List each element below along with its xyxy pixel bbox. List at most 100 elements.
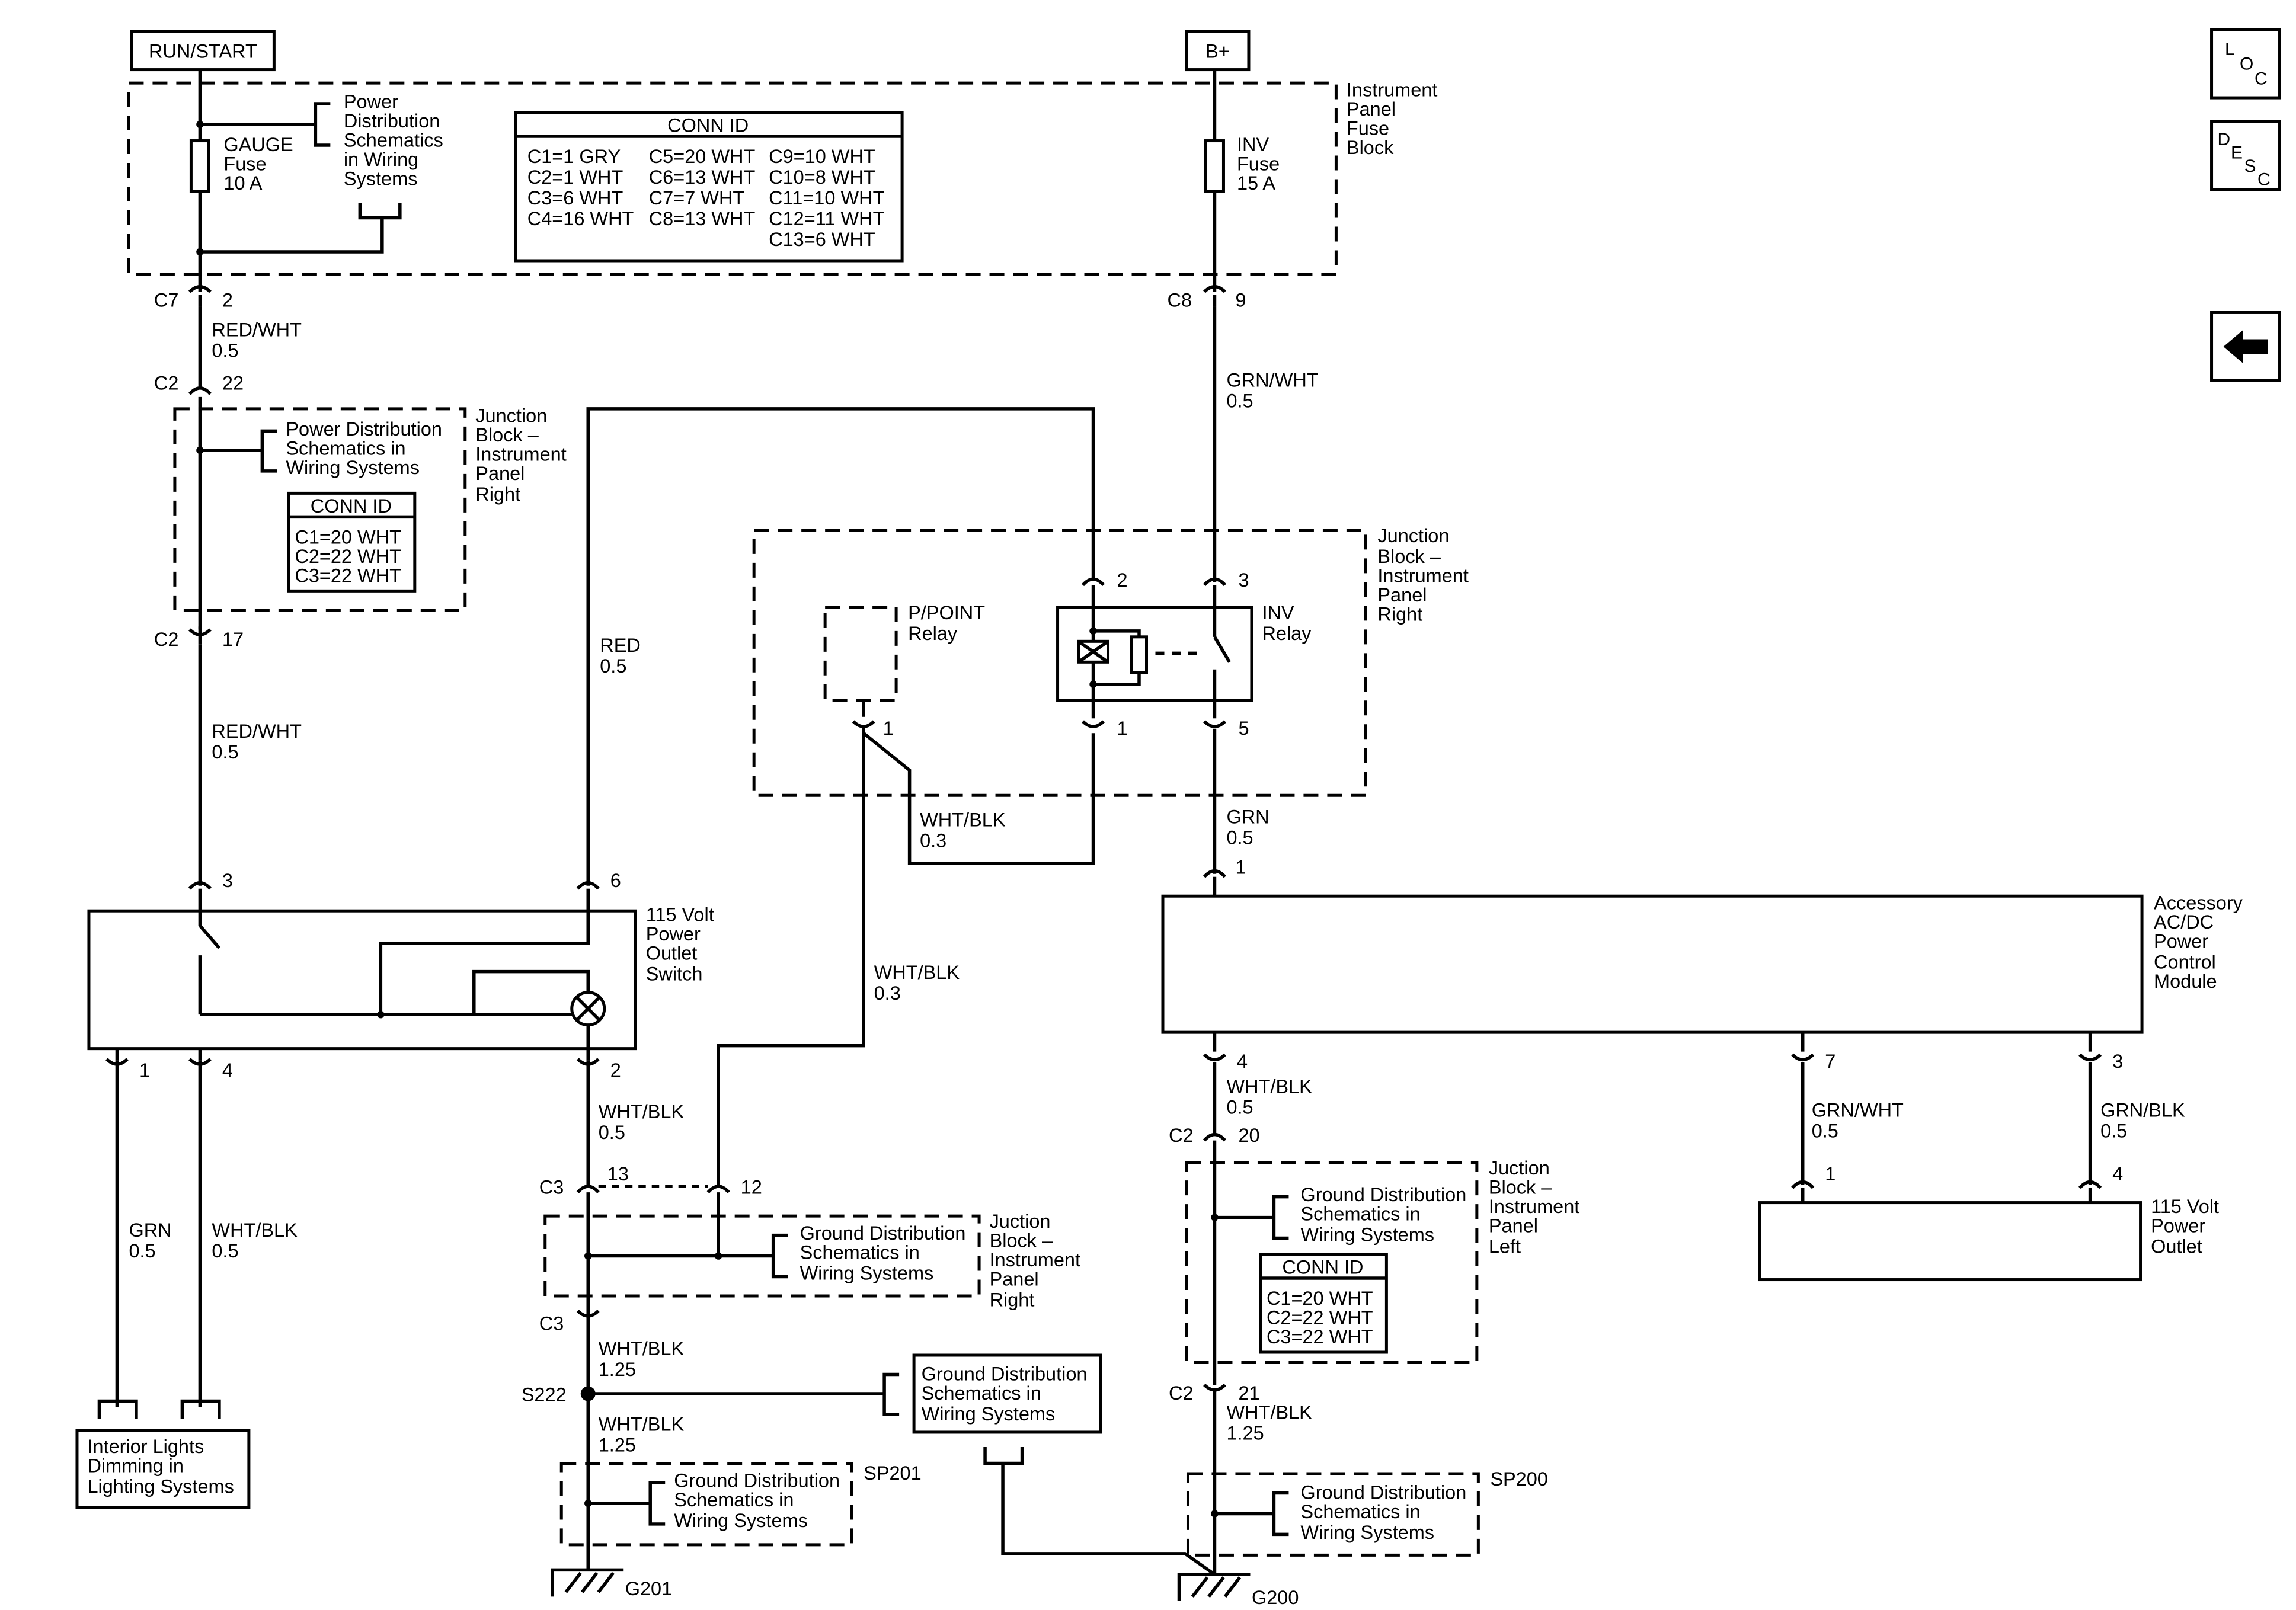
svg-text:GRN/WHT: GRN/WHT (1226, 369, 1318, 391)
svg-text:0.5: 0.5 (600, 655, 626, 677)
svg-text:G201: G201 (625, 1578, 672, 1599)
ground-g201-icon (551, 1568, 624, 1597)
svg-text:Ground Distribution: Ground Distribution (922, 1363, 1088, 1384)
outlet-label: 115 Volt Power Outlet (2151, 1196, 2219, 1257)
svg-text:1: 1 (1117, 718, 1128, 739)
svg-text:Instrument: Instrument (1489, 1196, 1579, 1217)
svg-text:Ground Distribution: Ground Distribution (800, 1222, 966, 1244)
jb-right-bottom-label: Juction Block – Instrument Panel Right (990, 1211, 1080, 1310)
svg-text:C1=1 GRY: C1=1 GRY (527, 146, 621, 167)
wire-label-grn-blk-outlet: GRN/BLK 0.5 (2100, 1100, 2185, 1142)
svg-text:C1=20 WHT: C1=20 WHT (1267, 1288, 1373, 1309)
svg-text:WHT/BLK: WHT/BLK (1226, 1076, 1312, 1097)
svg-text:Schematics in: Schematics in (800, 1242, 920, 1263)
svg-text:Instrument: Instrument (475, 443, 566, 465)
svg-text:SP200: SP200 (1490, 1468, 1548, 1490)
c3-connector-top: C3 (539, 1177, 564, 1198)
svg-text:C2=22 WHT: C2=22 WHT (295, 546, 401, 567)
wire-label-wht-blk-left: WHT/BLK 0.5 (212, 1219, 298, 1262)
wire-label-grn-left: GRN 0.5 (129, 1219, 171, 1262)
svg-text:Instrument: Instrument (1347, 79, 1437, 101)
svg-text:12: 12 (741, 1177, 762, 1198)
svg-text:GRN: GRN (129, 1219, 171, 1241)
svg-text:0.3: 0.3 (874, 982, 901, 1004)
back-button[interactable] (2210, 311, 2282, 382)
svg-text:Dimming in: Dimming in (87, 1455, 183, 1476)
wire-label-red: RED 0.5 (600, 635, 641, 677)
svg-text:Block –: Block – (1377, 546, 1441, 567)
svg-text:GRN/BLK: GRN/BLK (2100, 1100, 2185, 1121)
svg-text:Schematics in: Schematics in (922, 1382, 1041, 1404)
svg-text:0.5: 0.5 (212, 340, 238, 361)
inv-fuse (1204, 139, 1225, 193)
svg-text:Relay: Relay (1262, 623, 1312, 644)
junction-block-ip-left (1185, 1161, 1479, 1365)
svg-text:Lighting Systems: Lighting Systems (87, 1475, 234, 1497)
svg-text:CONN ID: CONN ID (1282, 1257, 1363, 1278)
svg-text:Instrument: Instrument (1377, 565, 1468, 586)
svg-text:2: 2 (222, 289, 233, 311)
svg-text:0.5: 0.5 (1812, 1121, 1838, 1142)
svg-text:Interior Lights: Interior Lights (87, 1436, 204, 1457)
ground-dist-ref-s222: Ground Distribution Schematics in Wiring… (912, 1353, 1102, 1434)
svg-text:Wiring Systems: Wiring Systems (1300, 1224, 1434, 1246)
svg-text:Ground Distribution: Ground Distribution (674, 1470, 840, 1491)
svg-text:WHT/BLK: WHT/BLK (920, 809, 1006, 831)
svg-text:0.5: 0.5 (599, 1122, 625, 1143)
ground-dist-ref-jb-left: Ground Distribution Schematics in Wiring… (1300, 1184, 1466, 1245)
svg-text:C1=20 WHT: C1=20 WHT (295, 526, 401, 548)
inv-fuse-label: INV Fuse 15 A (1237, 134, 1280, 194)
svg-text:C: C (2255, 69, 2268, 89)
svg-text:Panel: Panel (1347, 98, 1396, 120)
svg-text:GRN: GRN (1226, 806, 1269, 828)
run-start-label: RUN/START (149, 41, 257, 62)
c2-connector-17: C2 (154, 629, 179, 650)
svg-text:Power Distribution: Power Distribution (286, 418, 442, 440)
svg-text:20: 20 (1238, 1125, 1259, 1146)
module-label: Accessory AC/DC Power Control Module (2154, 892, 2243, 992)
inv-relay-label: INV Relay (1262, 602, 1312, 644)
svg-text:0.5: 0.5 (129, 1240, 155, 1262)
fuse-block-conn-id-table: CONN ID C1=1 GRY C2=1 WHT C3=6 WHT C4=16… (514, 111, 904, 263)
svg-text:0.3: 0.3 (920, 830, 946, 852)
ppoint-relay-label: P/POINT Relay (908, 602, 985, 644)
svg-text:1: 1 (1825, 1163, 1835, 1185)
svg-text:Power: Power (2151, 1215, 2205, 1237)
svg-text:Wiring Systems: Wiring Systems (800, 1263, 934, 1284)
svg-text:9: 9 (1235, 289, 1246, 311)
junction-block-ip-right-top (173, 407, 467, 612)
svg-text:4: 4 (1237, 1051, 1248, 1072)
svg-text:Panel: Panel (475, 463, 525, 484)
svg-text:Junction: Junction (1377, 525, 1449, 546)
svg-text:RED/WHT: RED/WHT (212, 319, 302, 340)
svg-text:Power: Power (2154, 931, 2208, 952)
svg-text:Schematics: Schematics (344, 130, 443, 151)
ground-dist-ref-jb-right: Ground Distribution Schematics in Wiring… (800, 1222, 966, 1283)
run-start-source: RUN/START (130, 30, 276, 72)
svg-text:Block –: Block – (990, 1230, 1053, 1251)
svg-text:0.5: 0.5 (2100, 1121, 2127, 1142)
sp200-block (1186, 1472, 1480, 1557)
svg-text:C13=6 WHT: C13=6 WHT (769, 229, 875, 250)
svg-text:0.5: 0.5 (212, 1240, 238, 1262)
svg-text:3: 3 (1238, 569, 1249, 591)
svg-text:Wiring Systems: Wiring Systems (1300, 1522, 1434, 1543)
svg-text:E: E (2231, 143, 2243, 163)
svg-text:GRN/WHT: GRN/WHT (1812, 1100, 1904, 1121)
wire-label-red-wht-1: RED/WHT 0.5 (212, 319, 302, 361)
svg-text:Panel: Panel (1489, 1215, 1538, 1237)
svg-text:Schematics in: Schematics in (674, 1489, 794, 1510)
jb-left-label: Juction Block – Instrument Panel Left (1489, 1157, 1579, 1257)
svg-text:Power: Power (344, 91, 398, 113)
accessory-power-control-module (1161, 894, 2144, 1034)
svg-text:Fuse: Fuse (1347, 118, 1389, 139)
svg-text:115 Volt: 115 Volt (646, 904, 714, 926)
svg-text:Panel: Panel (990, 1269, 1039, 1290)
c2-connector-20: C2 (1169, 1125, 1194, 1146)
svg-text:SP201: SP201 (864, 1462, 922, 1484)
svg-text:C12=11 WHT: C12=11 WHT (769, 208, 884, 229)
svg-text:4: 4 (222, 1060, 233, 1081)
loc-button[interactable]: L O C (2210, 28, 2282, 100)
desc-button[interactable]: D E S C (2210, 120, 2282, 191)
svg-text:Right: Right (475, 484, 520, 505)
